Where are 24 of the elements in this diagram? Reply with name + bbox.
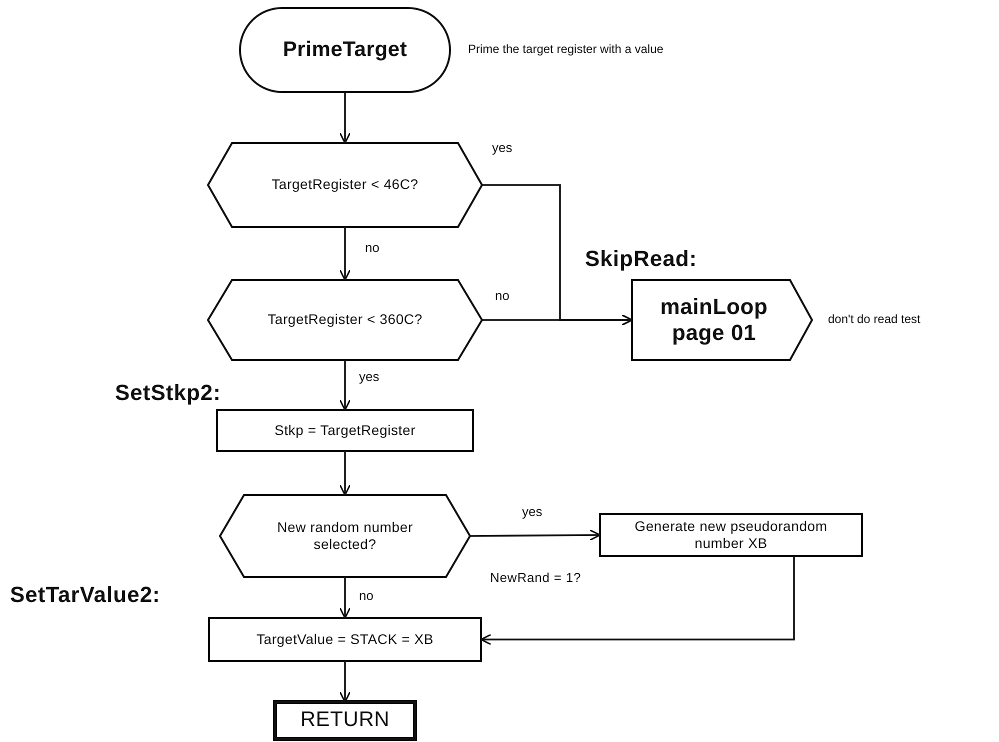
arrow <box>339 661 351 703</box>
node-text: TargetRegister < 360C? <box>268 311 422 329</box>
node-text: Stkp = TargetRegister <box>274 422 416 440</box>
arrow <box>339 227 351 281</box>
arrow <box>339 577 351 619</box>
arrow <box>480 556 795 646</box>
node-text: TargetValue = STACK = XB <box>256 630 434 648</box>
arrow <box>339 451 351 496</box>
side-note: don't do read test <box>828 312 920 326</box>
arrow <box>339 92 351 144</box>
node-text: RETURN <box>300 707 390 734</box>
condition-note: NewRand = 1? <box>490 570 582 585</box>
side-note: Prime the target register with a value <box>468 42 664 56</box>
node-text: Generate new pseudorandom number XB <box>634 518 828 552</box>
node-text: PrimeTarget <box>282 37 408 63</box>
arrow <box>482 314 633 326</box>
node-text: New random number selected? <box>276 518 414 554</box>
node-text: mainLoop page 01 <box>659 294 769 346</box>
arrow <box>339 360 351 411</box>
arrow <box>470 529 601 541</box>
step-heading: SetStkp2: <box>115 380 221 406</box>
node-text: TargetRegister < 46C? <box>272 176 418 194</box>
step-heading: SkipRead: <box>585 246 698 272</box>
step-heading: SetTarValue2: <box>10 582 160 608</box>
